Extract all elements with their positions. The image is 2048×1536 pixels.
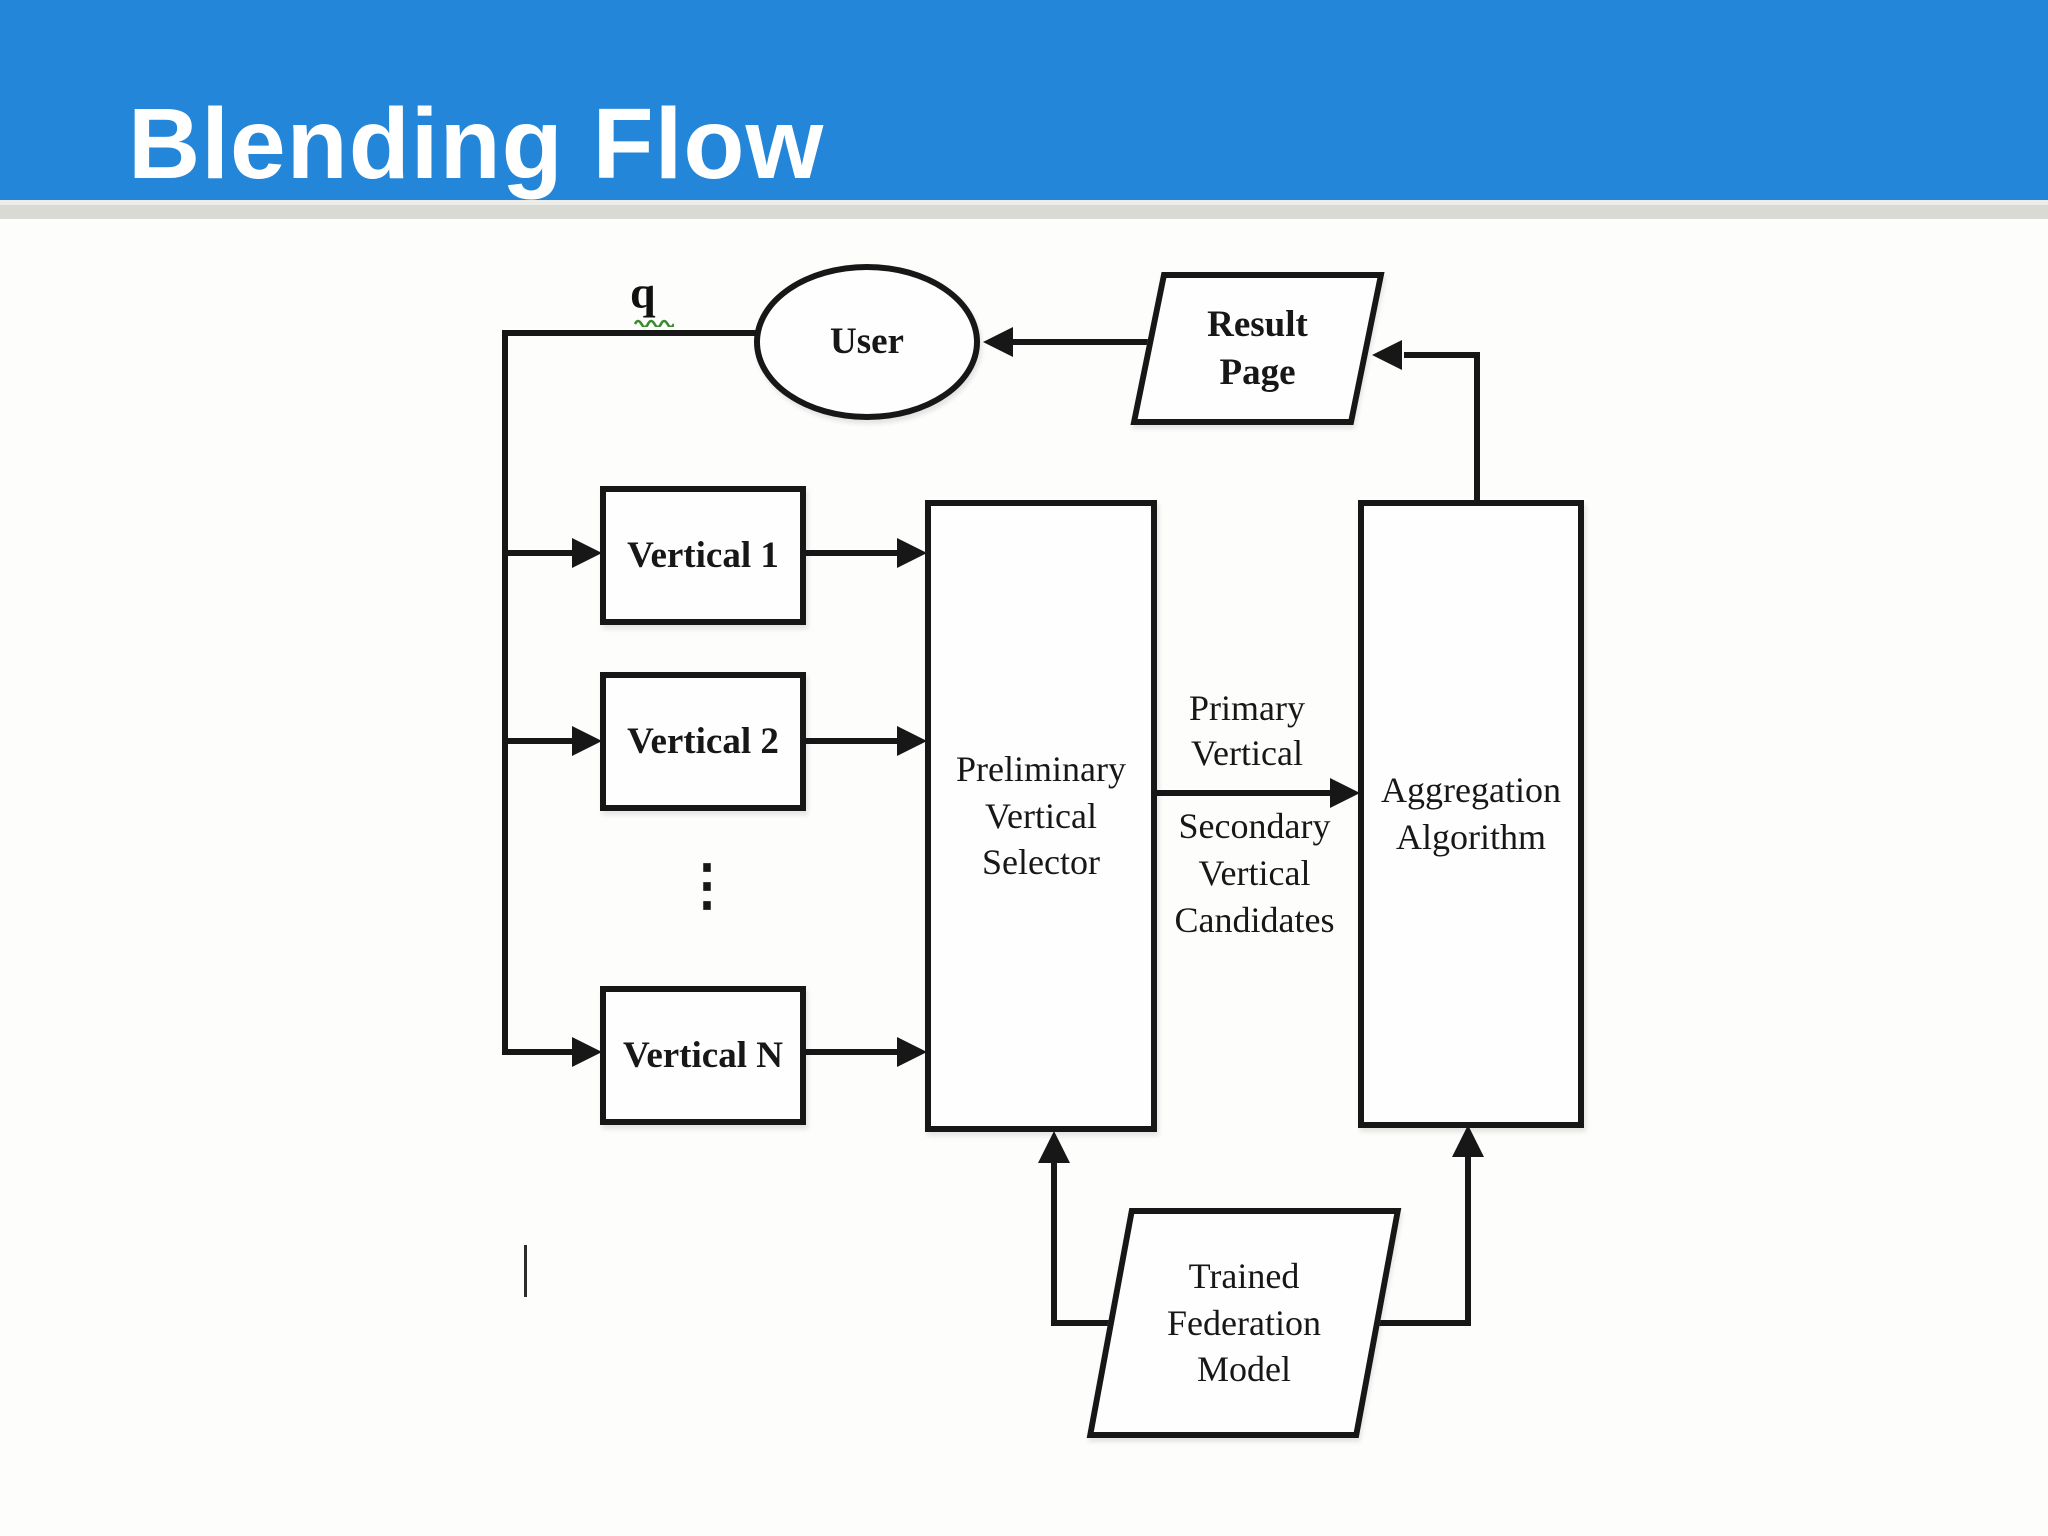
arrowhead-into-aggregation-icon: [1330, 778, 1360, 808]
vertical-1-box: Vertical 1: [600, 486, 806, 625]
connector-user-query-line: [502, 330, 770, 336]
trained-federation-model-label: Trained Federation Model: [1167, 1255, 1321, 1390]
vertical-2-box: Vertical 2: [600, 672, 806, 811]
arrowhead-into-vertical-n-icon: [572, 1037, 602, 1067]
connector-query-trunk-line: [502, 330, 508, 1055]
trained-federation-model-parallelogram: Trained Federation Model: [1086, 1208, 1402, 1438]
result-page-label: Result Page: [1207, 304, 1308, 393]
vertical-ellipsis: ⋮: [679, 855, 735, 917]
arrowhead-vertical-2-into-selector-icon: [897, 726, 927, 756]
connector-feedback-vertical-line: [1474, 352, 1480, 503]
arrowhead-into-user-icon: [983, 327, 1013, 357]
user-label: User: [830, 321, 904, 363]
aggregation-algorithm-box: Aggregation Algorithm: [1358, 500, 1584, 1128]
result-page-parallelogram: Result Page: [1130, 272, 1385, 425]
connector-vertical-1-out-line: [805, 550, 900, 556]
slide-header: Blending Flow: [0, 0, 2048, 200]
arrowhead-into-vertical-2-icon: [572, 726, 602, 756]
vertical-n-label: Vertical N: [623, 1034, 783, 1076]
connector-model-to-aggregation-horizontal-line: [1372, 1320, 1471, 1326]
header-divider-gray: [0, 205, 2048, 219]
connector-vertical-n-out-line: [805, 1049, 900, 1055]
arrowhead-vertical-1-into-selector-icon: [897, 538, 927, 568]
connector-to-vertical-1-line: [502, 550, 577, 556]
connector-model-to-aggregation-vertical-line: [1465, 1154, 1471, 1326]
connector-feedback-horizontal-line: [1404, 352, 1480, 358]
aggregation-algorithm-label: Aggregation Algorithm: [1381, 770, 1561, 857]
text-cursor: [524, 1245, 527, 1297]
connector-to-vertical-n-line: [502, 1049, 577, 1055]
user-ellipse: User: [754, 264, 980, 420]
vertical-1-label: Vertical 1: [627, 534, 779, 576]
connector-resultpage-to-user-line: [1013, 339, 1153, 345]
header-divider-light: [0, 200, 2048, 205]
arrowhead-model-into-aggregation-icon: [1452, 1125, 1484, 1157]
connector-model-to-selector-vertical-line: [1051, 1160, 1057, 1326]
arrowhead-into-resultpage-icon: [1372, 340, 1402, 370]
spellcheck-underline-icon: [634, 319, 674, 327]
query-label: q: [630, 267, 656, 318]
arrowhead-into-vertical-1-icon: [572, 538, 602, 568]
connector-vertical-2-out-line: [805, 738, 900, 744]
arrowhead-model-into-selector-icon: [1038, 1131, 1070, 1163]
preliminary-vertical-selector-label: Preliminary Vertical Selector: [956, 748, 1126, 883]
vertical-n-box: Vertical N: [600, 986, 806, 1125]
arrowhead-vertical-n-into-selector-icon: [897, 1037, 927, 1067]
connector-to-vertical-2-line: [502, 738, 577, 744]
connector-selector-to-aggregation-line: [1157, 790, 1332, 796]
primary-vertical-arrow-label: Primary Vertical: [1189, 688, 1305, 773]
vertical-2-label: Vertical 2: [627, 720, 779, 762]
secondary-vertical-candidates-arrow-label: Secondary Vertical Candidates: [1174, 806, 1335, 940]
preliminary-vertical-selector-box: Preliminary Vertical Selector: [925, 500, 1157, 1132]
connector-model-to-selector-horizontal-line: [1051, 1320, 1116, 1326]
page-title: Blending Flow: [128, 88, 825, 200]
